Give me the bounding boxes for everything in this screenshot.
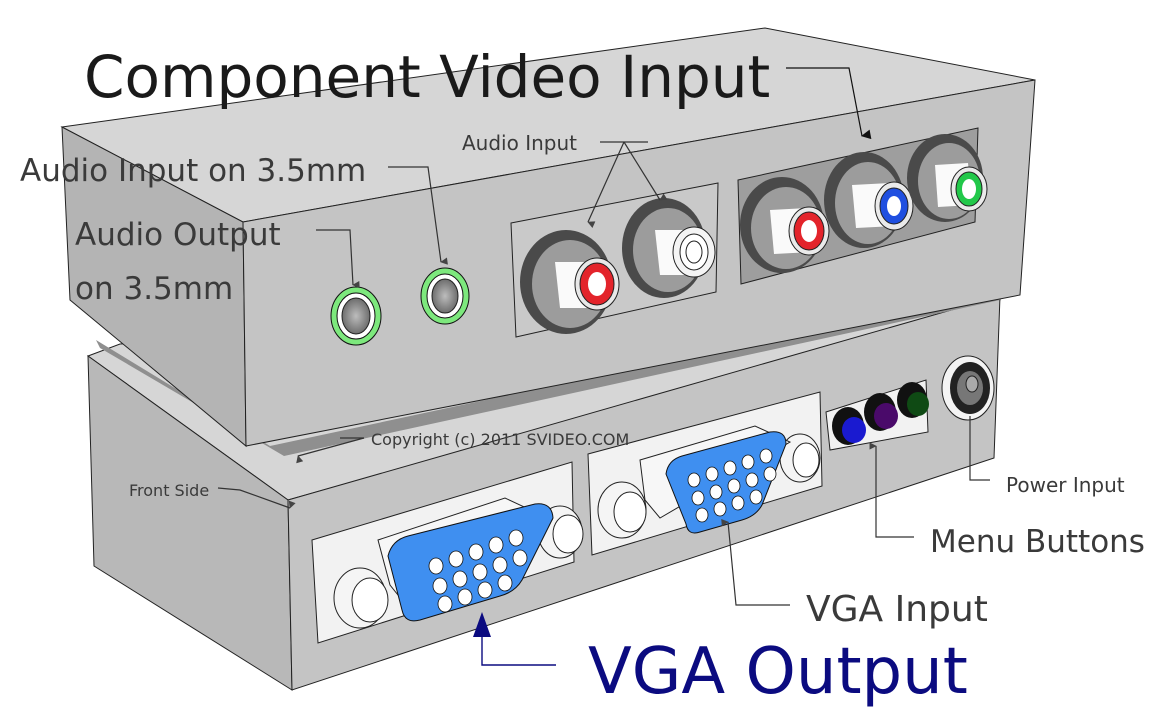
front-side-label: Front Side	[129, 481, 210, 500]
vga-output-port	[311, 461, 584, 644]
menu-buttons-label: Menu Buttons	[930, 524, 1145, 560]
audio-input-3.5mm-jack	[420, 267, 470, 325]
audio-input-rca-label: Audio Input	[462, 131, 577, 155]
menu-buttons	[825, 379, 929, 451]
component-video-input-label: Component Video Input	[84, 43, 771, 111]
audio-output-3.5mm-label-line1: Audio Output	[75, 217, 281, 253]
vga-input-port	[587, 391, 823, 556]
vga-output-label: VGA Output	[588, 635, 968, 709]
vga-output-arrow	[473, 612, 491, 637]
power-input-label: Power Input	[1006, 473, 1125, 497]
vga-output-callout	[481, 620, 556, 666]
callout-lines	[217, 67, 990, 606]
audio-input-3.5mm-label: Audio Input on 3.5mm	[20, 153, 367, 189]
audio-output-3.5mm-label-line2: on 3.5mm	[75, 271, 234, 307]
audio-output-3.5mm-jack	[330, 286, 382, 346]
power-input-jack	[941, 355, 995, 421]
vga-input-label: VGA Input	[806, 589, 988, 630]
rca-audio-panel	[510, 182, 719, 338]
component-video-panel	[737, 127, 988, 285]
copyright-label: Copyright (c) 2011 SVIDEO.COM	[371, 430, 630, 449]
